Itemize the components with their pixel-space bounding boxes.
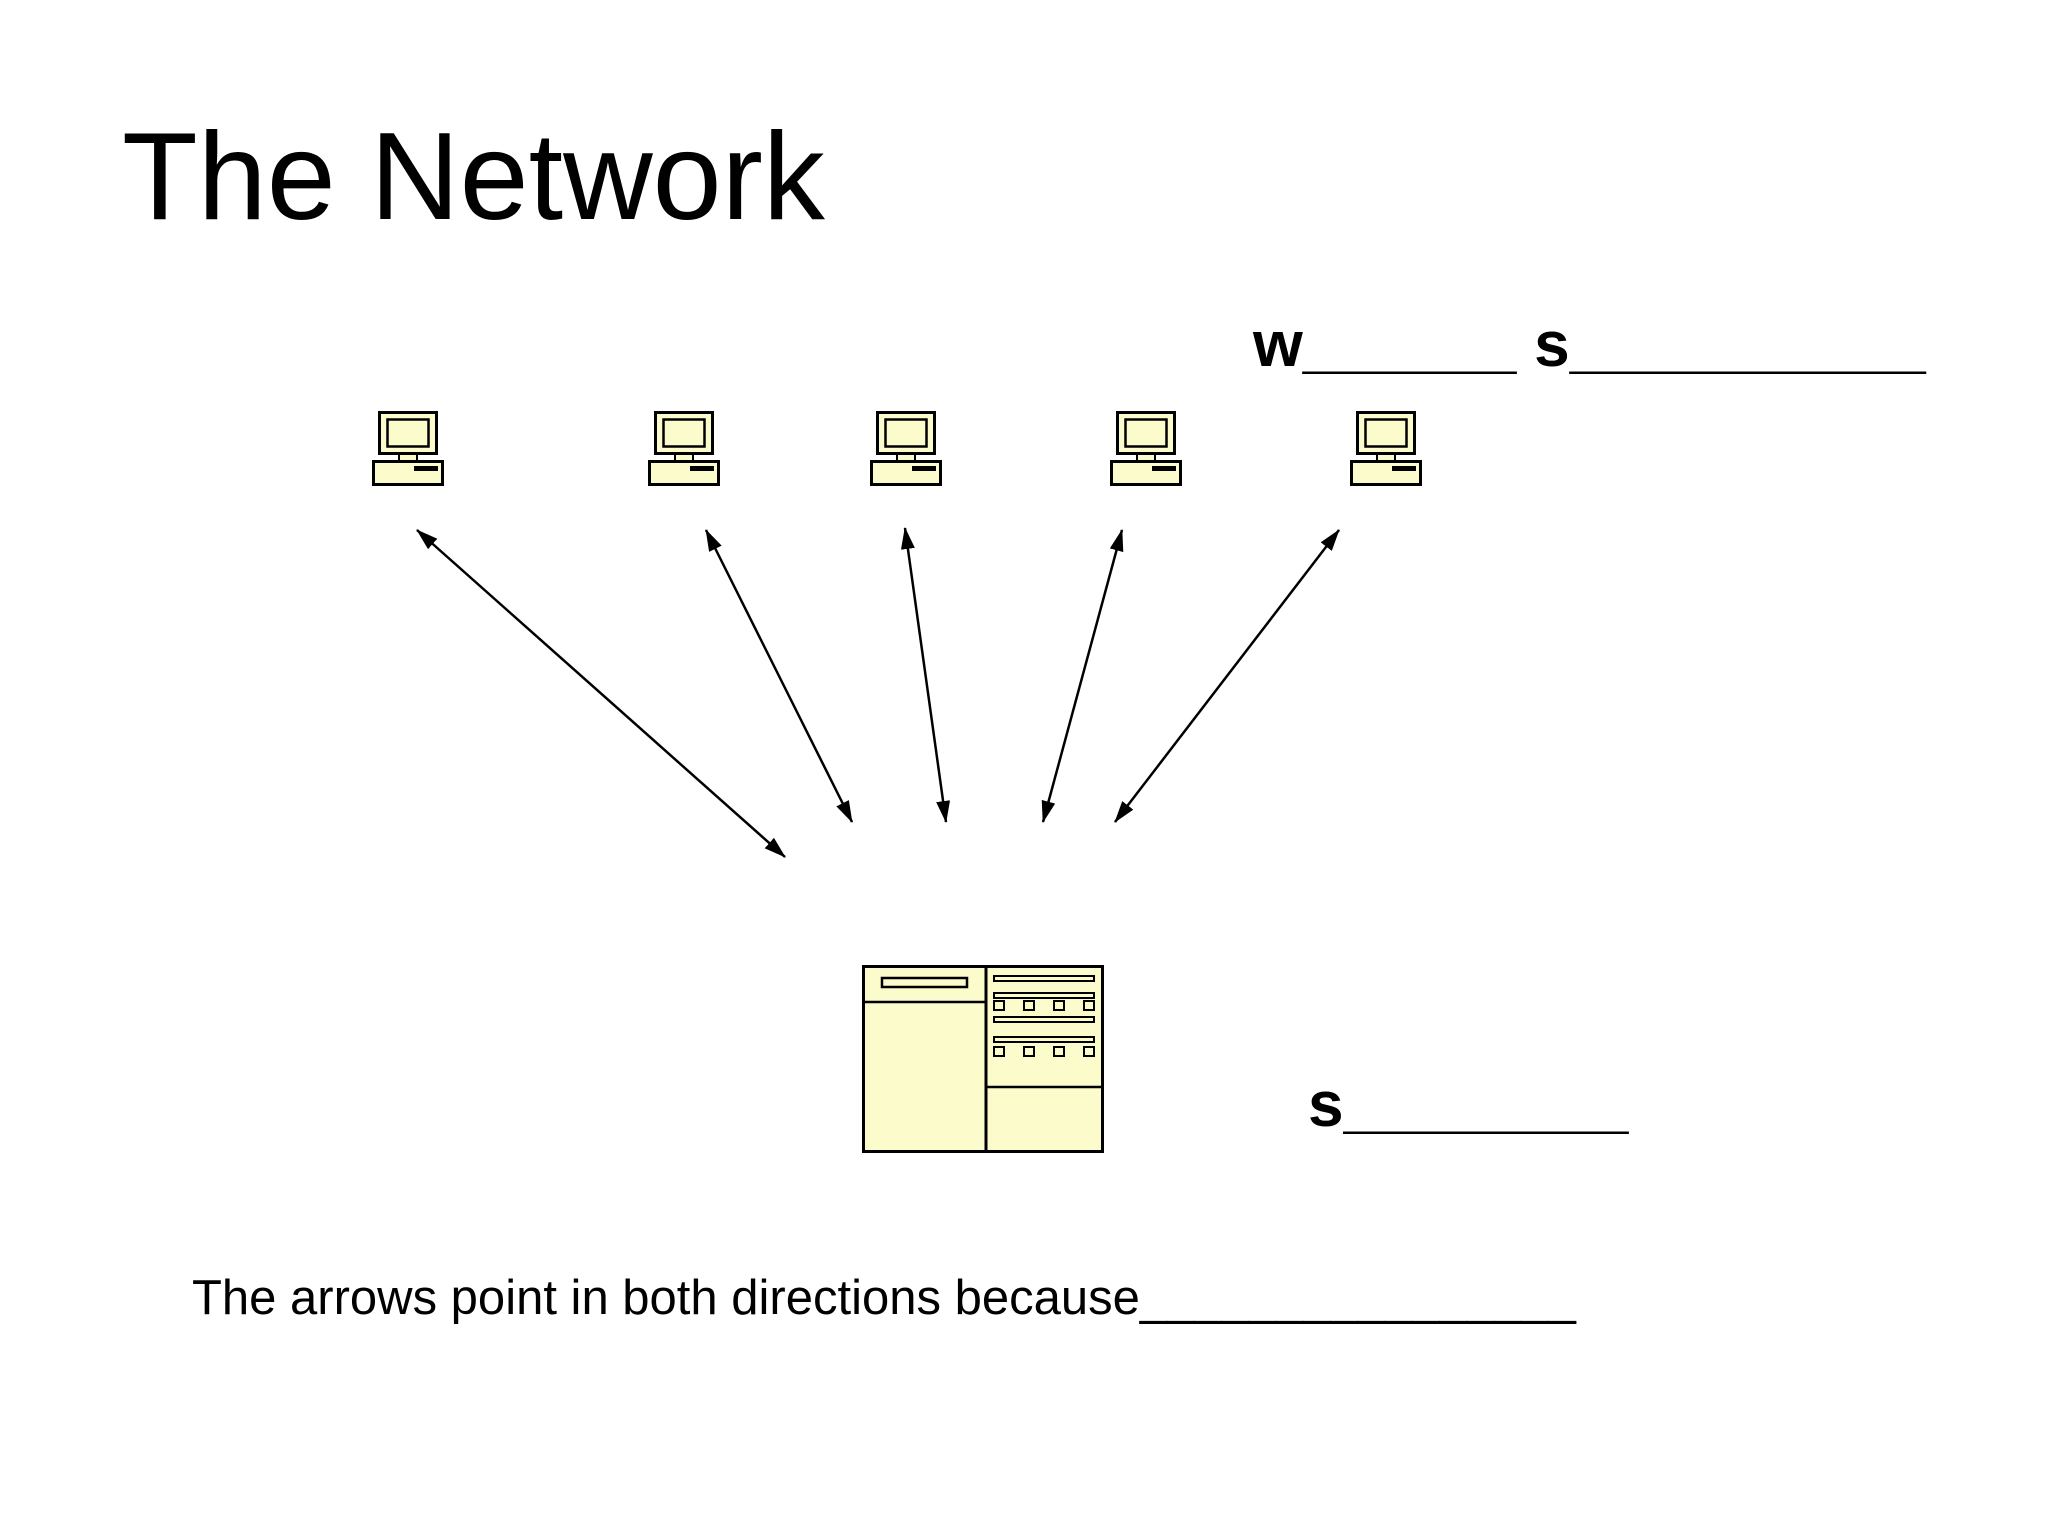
server-blank-label: s________	[1308, 1068, 1629, 1140]
workstation-icon	[372, 411, 444, 486]
server-layer	[862, 965, 1104, 1153]
bottom-sentence: The arrows point in both directions beca…	[192, 1271, 1576, 1325]
workstations-blank-label: w______ s__________	[1253, 308, 1926, 380]
workstation-icon	[1110, 411, 1182, 486]
arrows-layer	[416, 527, 1340, 858]
workstations-layer	[372, 411, 1422, 486]
connection-arrow	[900, 527, 951, 823]
connection-arrow	[704, 529, 854, 823]
connection-arrow	[1041, 529, 1124, 823]
slide-title: The Network	[122, 108, 825, 246]
workstation-icon	[870, 411, 942, 486]
server-icon	[862, 965, 1104, 1153]
workstation-icon	[648, 411, 720, 486]
workstation-icon	[1350, 411, 1422, 486]
connection-arrow	[1114, 529, 1340, 823]
